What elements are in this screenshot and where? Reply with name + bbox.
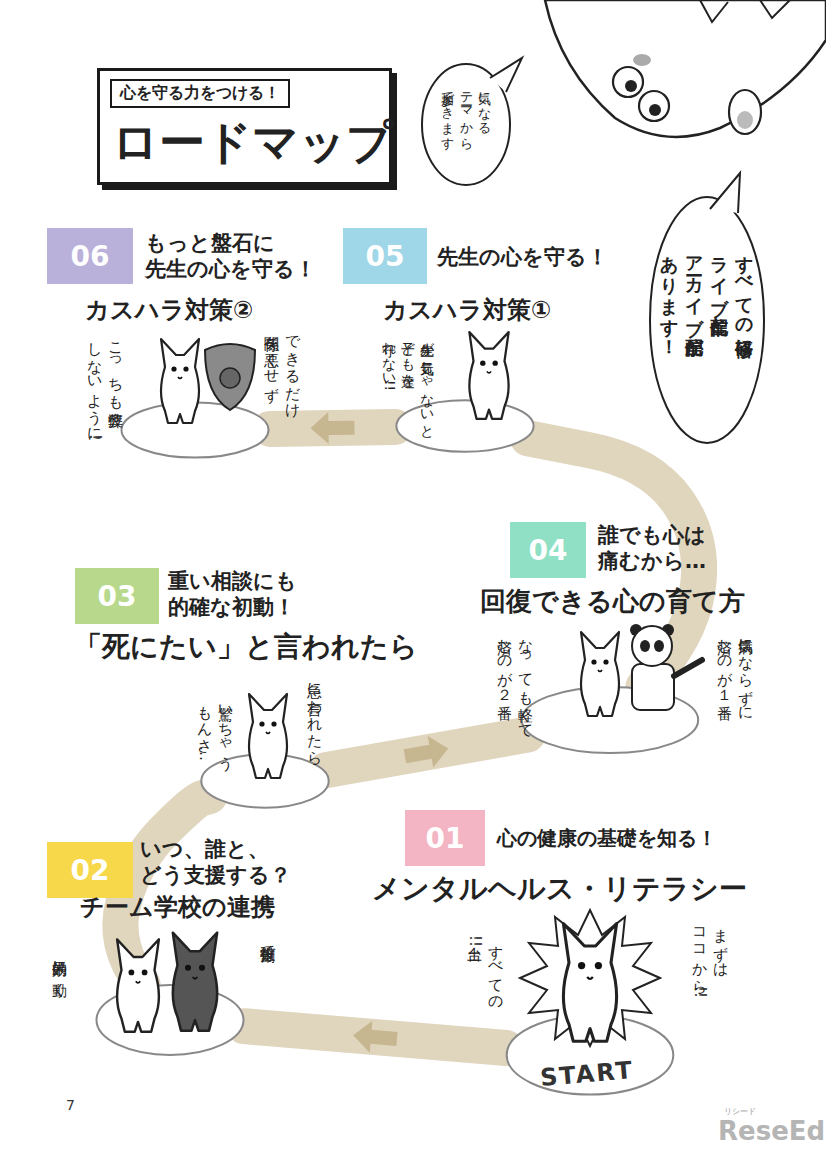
subtitle-tag: 心を守る力をつける！: [110, 79, 290, 108]
handwritten-note: 驚いちゃう もんさ…: [195, 695, 236, 779]
handwritten-note: 役割分担で: [258, 935, 278, 1019]
platform-ellipse: [395, 398, 535, 454]
platform-shape: [97, 985, 244, 1055]
step-badge: 02いつ、誰と、 どう支援する？チーム学校の連携: [47, 842, 133, 898]
platform-shape: [522, 687, 698, 753]
bubble-ellipse: [650, 197, 764, 443]
title-frame: 心を守る力をつける！ ロードマップ: [97, 68, 392, 185]
bubble-text: 気になる テーマから 参加できます: [439, 83, 494, 166]
handwritten-note: 急に言われたら: [305, 672, 325, 786]
bubble-text: すべての研修に ライブ配信と アーカイブ配信が あります！: [657, 244, 758, 395]
step-title: カスハラ対策②: [85, 296, 253, 325]
step-number: 05: [366, 240, 405, 273]
peeking-cat: [545, 0, 826, 137]
stage-platform: まずは ココから!!すべての 土台!!START: [505, 1012, 675, 1098]
step-heading: 誰でも心は 痛むから…: [598, 522, 720, 575]
step-badge: 04誰でも心は 痛むから…回復できる心の育て方: [510, 522, 586, 578]
step-heading: 心の健康の基礎を知る！: [497, 826, 737, 851]
handwritten-note: 効果的に 動く: [50, 950, 70, 1019]
step-title: カスハラ対策①: [383, 296, 551, 325]
step-badge: 06もっと盤石に 先生の心を守る！カスハラ対策②: [47, 228, 133, 284]
bubble-tail-fill: [710, 173, 740, 213]
road-connector: [244, 1019, 506, 1055]
step-heading: もっと盤石に 先生の心を守る！: [145, 230, 321, 283]
platform-shape: [507, 1015, 674, 1094]
step-heading: 先生の心を守る！: [437, 244, 626, 270]
speech-bubble: 気になる テーマから 参加できます: [420, 62, 512, 187]
road-connector: [120, 796, 209, 985]
stage-platform: 先生が 元気じゃないと 子ども達を 守れない!!: [395, 398, 535, 454]
step-badge: 03重い相談にも 的確な初動！「死にたい」と言われたら: [75, 568, 159, 624]
step-badge: 01心の健康の基礎を知る！メンタルヘルス・リテラシー: [405, 810, 485, 866]
handwritten-note: まずは ココから!!: [690, 918, 731, 1002]
step-number: 01: [426, 822, 465, 855]
step-heading: 重い相談にも 的確な初動！: [168, 568, 307, 621]
handwritten-note: こっちも疲弊 しないように!: [85, 332, 126, 437]
watermark: リシード: [724, 1108, 756, 1116]
title-text: ロードマップ: [112, 115, 393, 170]
bubble-tail-fill: [490, 58, 522, 92]
watermark: ReseEd: [718, 1118, 825, 1144]
step-badge: 05先生の心を守る！カスハラ対策①: [343, 228, 427, 284]
platform-shape: [396, 400, 533, 452]
step-number: 04: [529, 534, 568, 567]
step-title: 「死にたい」と言われたら: [74, 630, 418, 664]
handwritten-note: なっても軽くて 済むのが２番: [495, 628, 536, 742]
road-connector: [270, 412, 395, 445]
stage-platform: できるだけ 関係を悪くせずこっちも疲弊 しないように!: [120, 400, 270, 460]
platform-shape: [122, 402, 269, 457]
step-title: 回復できる心の育て方: [480, 586, 745, 617]
stage-platform: 役割分担で効果的に 動く: [95, 982, 245, 1058]
bubble-tail: [490, 58, 522, 92]
road-band: [120, 796, 209, 985]
platform-ellipse: [120, 400, 270, 460]
step-heading: いつ、誰と、 どう支援する？: [140, 836, 300, 889]
road-connector: [325, 733, 527, 772]
road-arrow: [310, 412, 354, 445]
handwritten-note: 先生が 元気じゃないと 子ども達を 守れない!!: [380, 332, 437, 438]
stage-platform: 病気にならずに 済むのが１番なっても軽くて 済むのが２番: [520, 684, 700, 756]
handwritten-note: 病気にならずに 済むのが１番: [715, 628, 756, 742]
platform-ellipse: [520, 684, 700, 756]
speech-bubble: すべての研修に ライブ配信と アーカイブ配信が あります！: [648, 195, 766, 445]
shield-symbol: [205, 344, 255, 410]
step-number: 06: [71, 240, 110, 273]
stage-platform: 急に言われたら驚いちゃう もんさ…: [200, 752, 330, 810]
road-arrow: [402, 733, 451, 772]
handwritten-note: できるだけ 関係を悪くせず: [262, 325, 303, 439]
road-arrow: [352, 1019, 399, 1055]
step-number: 03: [98, 580, 137, 613]
step-number: 02: [71, 854, 110, 887]
step-title: メンタルヘルス・リテラシー: [372, 872, 747, 906]
handwritten-note: すべての 土台!!: [465, 935, 506, 1004]
step-title: チーム学校の連携: [80, 893, 275, 922]
bubble-tail: [710, 173, 740, 213]
platform-ellipse: [95, 982, 245, 1058]
page-number: 7: [66, 1098, 75, 1112]
